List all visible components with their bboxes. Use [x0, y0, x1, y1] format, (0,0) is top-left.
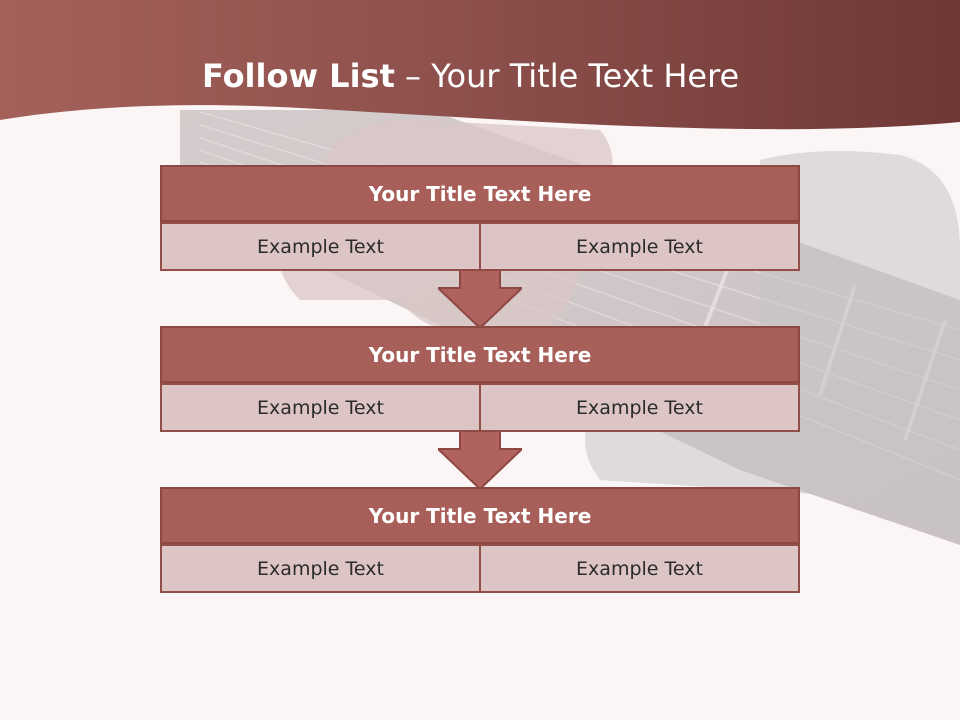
- slide-title: Follow List – Your Title Text Here: [202, 52, 739, 100]
- title-bold: Follow List: [202, 57, 395, 95]
- block-title: Your Title Text Here: [160, 165, 800, 222]
- block-title: Your Title Text Here: [160, 487, 800, 544]
- block-right-cell: Example Text: [479, 383, 800, 432]
- down-arrow-icon: [438, 270, 522, 330]
- title-rest: Your Title Text Here: [431, 57, 740, 95]
- block-right-cell: Example Text: [479, 222, 800, 271]
- down-arrow-icon: [438, 431, 522, 491]
- block-left-cell: Example Text: [160, 383, 481, 432]
- title-band: [0, 0, 960, 130]
- block-left-cell: Example Text: [160, 222, 481, 271]
- block-title: Your Title Text Here: [160, 326, 800, 383]
- block-left-cell: Example Text: [160, 544, 481, 593]
- block-right-cell: Example Text: [479, 544, 800, 593]
- title-separator: –: [394, 57, 432, 95]
